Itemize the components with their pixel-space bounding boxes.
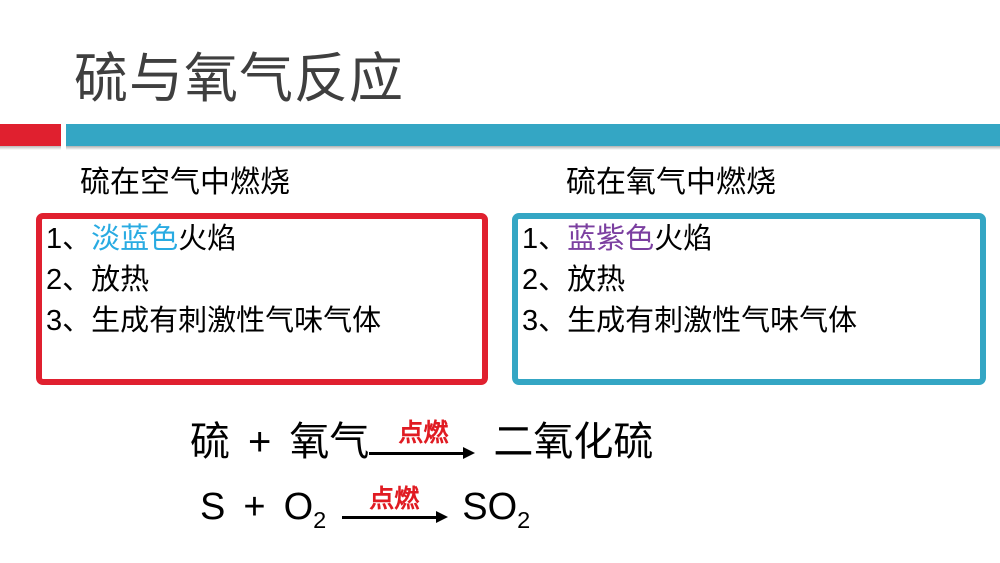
arrow-line <box>342 516 439 519</box>
arrow-head-icon <box>436 511 449 523</box>
symbol-equation-reactant-2: O2 <box>284 483 327 544</box>
list-item-index: 2、 <box>46 264 92 296</box>
column-heading-oxygen: 硫在氧气中燃烧 <box>566 166 776 199</box>
list-item-text: 生成有刺激性气味气体 <box>567 305 858 337</box>
list-item-index: 3、 <box>46 305 92 337</box>
list-item: 2、放热 <box>522 260 857 301</box>
accent-bar-red-shadow <box>0 146 61 150</box>
symbol-equation-reactant-1: S <box>200 486 226 528</box>
list-item: 2、放热 <box>46 260 488 301</box>
word-equation-plus: + <box>248 420 272 464</box>
list-item-text: 生成有刺激性气味气体 <box>91 305 382 337</box>
reaction-condition-label: 点燃 <box>398 419 449 447</box>
list-item: 3、生成有刺激性气味气体 <box>46 301 488 342</box>
title-area: 硫与氧气反应 <box>0 36 1000 122</box>
fact-list-air: 1、淡蓝色火焰 2、放热 3、生成有刺激性气味气体 <box>46 219 488 342</box>
list-item-highlight: 蓝紫色 <box>567 223 655 255</box>
list-item: 3、生成有刺激性气味气体 <box>522 301 857 342</box>
word-equation-product: 二氧化硫 <box>493 420 654 464</box>
symbol-equation-product: SO2 <box>462 483 530 544</box>
fact-box-oxygen <box>512 213 986 385</box>
symbol-equation-reactant-2-subscript: 2 <box>313 506 327 533</box>
list-item-index: 3、 <box>522 305 568 337</box>
reaction-arrow-word: 点燃 <box>369 419 477 459</box>
reaction-condition-label: 点燃 <box>369 485 420 513</box>
list-item-text: 放热 <box>91 264 150 296</box>
arrow-line <box>369 452 466 455</box>
list-item-index: 1、 <box>522 223 568 255</box>
fact-box-air <box>36 213 488 385</box>
list-item-text: 火焰 <box>178 223 237 255</box>
list-item: 1、蓝紫色火焰 <box>522 219 857 260</box>
column-heading-air: 硫在空气中燃烧 <box>80 166 290 199</box>
accent-bar-red <box>0 124 61 146</box>
symbol-equation-plus: + <box>243 486 266 528</box>
arrow-head-icon <box>463 447 476 459</box>
word-equation-reactant-1: 硫 <box>190 420 230 464</box>
page-title: 硫与氧气反应 <box>74 49 404 109</box>
list-item: 1、淡蓝色火焰 <box>46 219 488 260</box>
symbol-equation-reactant-2-base: O <box>283 486 314 528</box>
fact-list-oxygen: 1、蓝紫色火焰 2、放热 3、生成有刺激性气味气体 <box>522 219 857 342</box>
list-item-text: 放热 <box>567 264 626 296</box>
list-item-text: 火焰 <box>654 223 713 255</box>
reaction-arrow-symbol: 点燃 <box>342 485 449 523</box>
accent-bar-teal-shadow <box>66 146 1000 150</box>
word-equation: 硫 + 氧气点燃 二氧化硫 <box>190 416 653 468</box>
list-item-highlight: 淡蓝色 <box>91 223 179 255</box>
symbol-equation-product-subscript: 2 <box>517 506 531 533</box>
list-item-index: 2、 <box>522 264 568 296</box>
accent-bar-teal <box>66 124 1000 146</box>
word-equation-reactant-2: 氧气 <box>289 420 370 464</box>
symbol-equation-product-base: SO <box>462 486 518 528</box>
list-item-index: 1、 <box>46 223 92 255</box>
